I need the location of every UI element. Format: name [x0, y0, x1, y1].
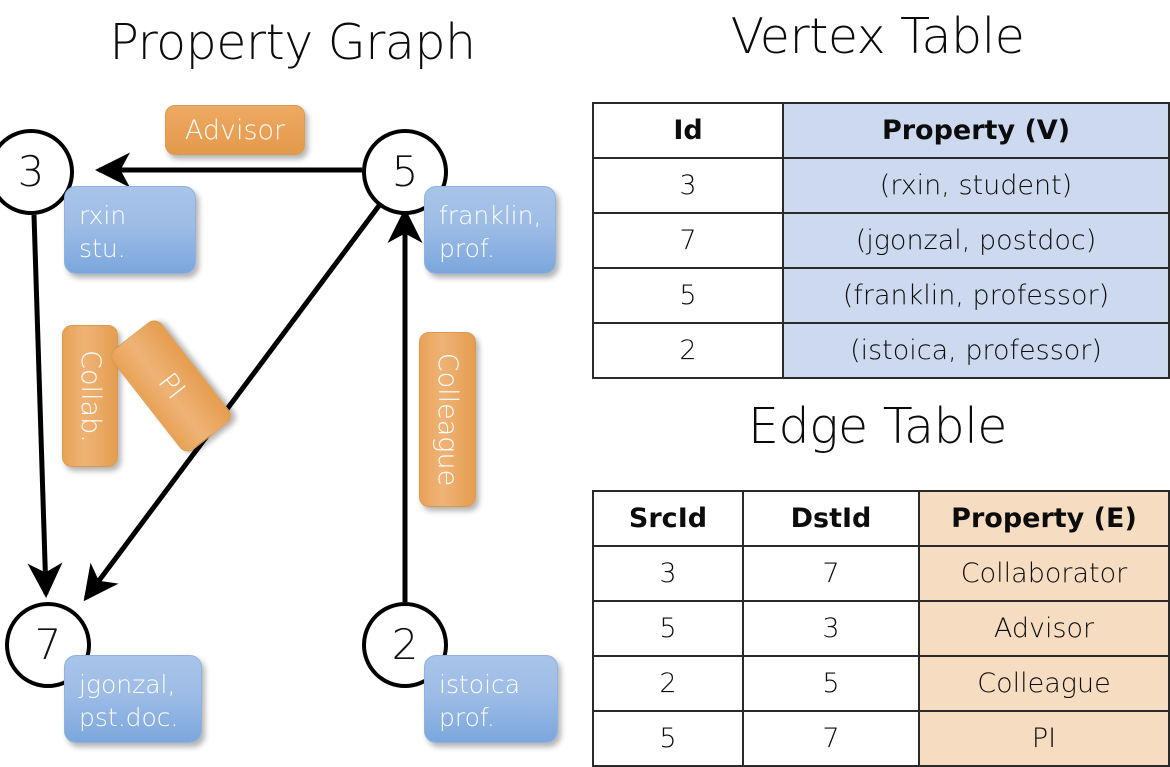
vertex-table-header-id: Id: [592, 102, 784, 159]
node-5-property-line1: franklin,: [439, 201, 542, 230]
vertex-row-2-property: (franklin, professor): [782, 267, 1170, 324]
edge-label-advisor-text: Advisor: [184, 114, 286, 146]
node-7-property-line2: pst.doc.: [79, 703, 179, 732]
edge-table-header-dstid: DstId: [742, 490, 920, 547]
edge-table-header-property: Property (E): [918, 490, 1170, 547]
page-title-edge-table: Edge Table: [748, 398, 1007, 455]
vertex-table-header-row: Id Property (V): [592, 102, 1170, 159]
edge-label-collab: Collab.: [62, 325, 118, 467]
graph-node-3-id: 3: [17, 147, 45, 196]
vertex-row-1-id: 7: [592, 212, 784, 269]
edge-row-1-property: Advisor: [918, 600, 1170, 657]
node-5-property-line2: prof.: [439, 234, 495, 263]
page-title-vertex-table: Vertex Table: [730, 8, 1025, 65]
node-3-property-callout: rxin stu.: [64, 186, 196, 274]
table-row: 5 (franklin, professor): [592, 267, 1170, 324]
vertex-row-2-id: 5: [592, 267, 784, 324]
edge-row-0-src: 3: [592, 545, 744, 602]
table-row: 5 7 PI: [592, 710, 1170, 767]
node-2-property-callout: istoica prof.: [424, 655, 558, 743]
table-row: 5 3 Advisor: [592, 600, 1170, 657]
edge-row-1-src: 5: [592, 600, 744, 657]
graph-edges-svg: [27, 152, 423, 602]
edge-table-header-row: SrcId DstId Property (E): [592, 490, 1170, 547]
vertex-row-3-property: (istoica, professor): [782, 322, 1170, 379]
table-row: 2 (istoica, professor): [592, 322, 1170, 379]
table-row: 3 (rxin, student): [592, 157, 1170, 214]
table-row: 3 7 Collaborator: [592, 545, 1170, 602]
edge-3-to-7-collab: [27, 214, 63, 598]
edge-row-3-dst: 7: [742, 710, 920, 767]
edge-table-header-srcid: SrcId: [592, 490, 744, 547]
edge-label-colleague-text: Colleague: [432, 352, 463, 487]
node-3-property-line2: stu.: [79, 234, 126, 263]
node-5-property-callout: franklin, prof.: [424, 186, 556, 274]
node-7-property-callout: jgonzal, pst.doc.: [64, 655, 202, 743]
edge-table: SrcId DstId Property (E) 3 7 Collaborato…: [592, 490, 1170, 767]
node-3-property-line1: rxin: [79, 201, 127, 230]
edge-label-colleague: Colleague: [419, 332, 476, 507]
table-row: 2 5 Colleague: [592, 655, 1170, 712]
edge-row-3-src: 5: [592, 710, 744, 767]
edge-label-advisor: Advisor: [165, 105, 305, 155]
edge-row-1-dst: 3: [742, 600, 920, 657]
edge-row-0-property: Collaborator: [918, 545, 1170, 602]
vertex-table: Id Property (V) 3 (rxin, student) 7 (jgo…: [592, 102, 1170, 379]
node-7-property-line1: jgonzal,: [79, 670, 176, 699]
table-row: 7 (jgonzal, postdoc): [592, 212, 1170, 269]
edge-label-collab-text: Collab.: [74, 349, 106, 443]
graph-node-2-id: 2: [391, 620, 419, 669]
edge-row-2-dst: 5: [742, 655, 920, 712]
edge-row-2-property: Colleague: [918, 655, 1170, 712]
edge-row-0-dst: 7: [742, 545, 920, 602]
edge-5-to-7-pi: [83, 201, 384, 602]
graph-node-7-id: 7: [34, 620, 62, 669]
node-2-property-line1: istoica: [439, 670, 521, 699]
edge-row-3-property: PI: [918, 710, 1170, 767]
graph-node-5-id: 5: [391, 147, 419, 196]
node-2-property-line2: prof.: [439, 703, 495, 732]
vertex-table-header-property: Property (V): [782, 102, 1170, 159]
edge-row-2-src: 2: [592, 655, 744, 712]
property-graph-diagram: 3 5 7 2 rxin stu. franklin, prof. jgonza…: [0, 0, 585, 760]
vertex-row-3-id: 2: [592, 322, 784, 379]
edge-label-pi-text: PI: [151, 366, 191, 406]
vertex-row-0-property: (rxin, student): [782, 157, 1170, 214]
vertex-row-1-property: (jgonzal, postdoc): [782, 212, 1170, 269]
graph-node-3[interactable]: 3: [0, 129, 74, 215]
vertex-row-0-id: 3: [592, 157, 784, 214]
page-title-property-graph: Property Graph: [109, 14, 476, 71]
